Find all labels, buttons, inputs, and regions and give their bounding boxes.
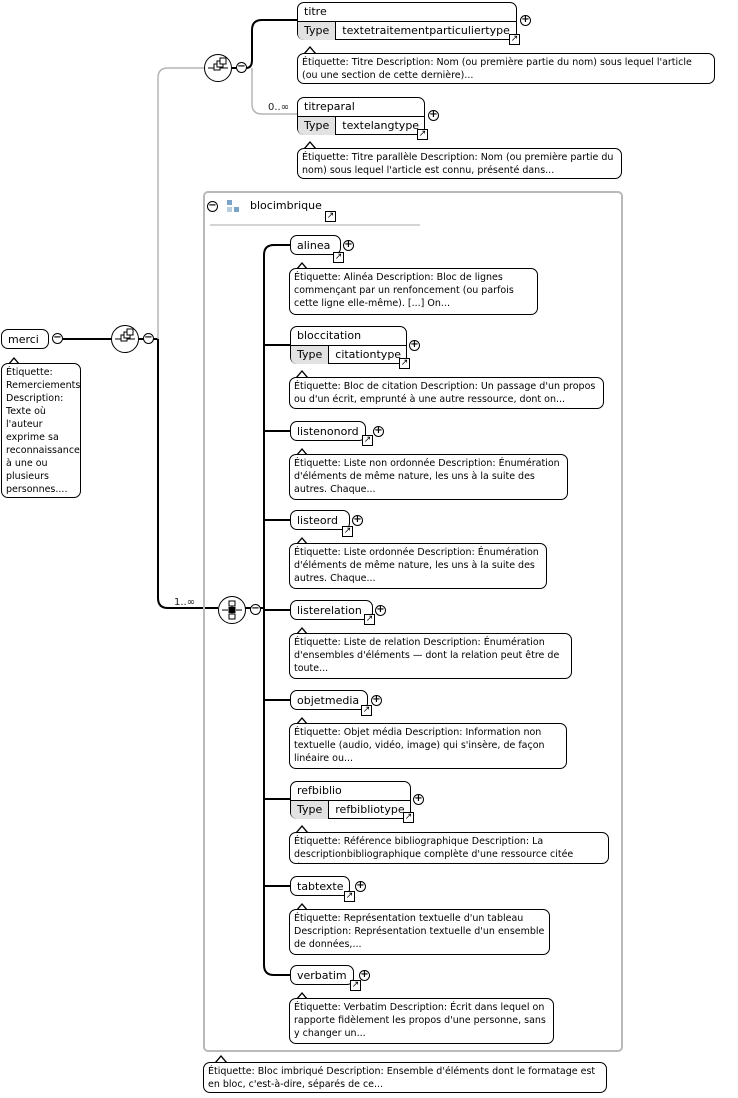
note-pointer xyxy=(8,357,20,365)
note-pointer xyxy=(296,903,308,911)
sequence-icon xyxy=(115,328,135,342)
external-link-icon[interactable]: ↗ xyxy=(342,526,353,537)
external-link-icon[interactable]: ↗ xyxy=(417,129,428,140)
expand-icon[interactable]: + xyxy=(520,14,531,26)
element-listenonord[interactable]: listenonord xyxy=(290,421,366,441)
verbatim-note: Étiquette: Verbatim Description: Écrit d… xyxy=(289,998,554,1044)
external-link-icon[interactable]: ↗ xyxy=(344,891,355,902)
note-pointer xyxy=(296,370,308,378)
element-listeord[interactable]: listeord xyxy=(290,510,350,530)
element-verbatim[interactable]: verbatim xyxy=(290,965,354,985)
sequence-compositor-icon[interactable] xyxy=(111,325,139,353)
element-bloccitation[interactable]: bloccitation Type citationtype xyxy=(290,326,407,364)
expand-icon[interactable]: + xyxy=(373,425,384,437)
type-value: refbibliotype xyxy=(335,803,405,816)
external-link-icon[interactable]: ↗ xyxy=(333,252,344,263)
cardinality-label: 1..∞ xyxy=(174,597,196,608)
expand-icon[interactable]: + xyxy=(409,339,420,351)
titre-note: Étiquette: Titre Description: Nom (ou pr… xyxy=(297,53,715,84)
element-name: listerelation xyxy=(297,604,362,617)
note-pointer xyxy=(296,262,308,270)
expand-icon[interactable]: + xyxy=(413,793,424,805)
element-name: tabtexte xyxy=(297,880,344,893)
type-label: Type xyxy=(298,117,337,135)
external-link-icon[interactable]: ↗ xyxy=(362,435,373,446)
element-name: listenonord xyxy=(297,425,359,438)
note-pointer xyxy=(296,992,308,1000)
type-value: citationtype xyxy=(335,348,402,361)
sequence-icon xyxy=(208,57,228,71)
listerelation-note: Étiquette: Liste de relation Description… xyxy=(289,633,572,679)
group-blocimbrique-frame xyxy=(203,191,623,1052)
note-pointer xyxy=(296,448,308,456)
external-link-icon[interactable]: ↗ xyxy=(403,812,414,823)
external-link-icon[interactable]: ↗ xyxy=(399,358,410,369)
external-link-icon[interactable]: ↗ xyxy=(509,34,520,45)
note-pointer xyxy=(304,141,316,149)
element-titreparal[interactable]: titreparal Type textelangtype xyxy=(297,97,425,135)
element-name: objetmedia xyxy=(297,694,360,707)
element-name: listeord xyxy=(297,514,338,527)
expand-icon[interactable]: + xyxy=(343,239,354,251)
cardinality-label: 0..∞ xyxy=(268,102,290,113)
external-link-icon[interactable]: ↗ xyxy=(350,980,361,991)
type-label: Type xyxy=(291,346,330,364)
blocimbrique-note: Étiquette: Bloc imbriqué Description: En… xyxy=(203,1062,607,1093)
element-titre[interactable]: titre Type textetraitementparticuliertyp… xyxy=(297,2,517,40)
note-pointer xyxy=(296,717,308,725)
external-link-icon[interactable]: ↗ xyxy=(325,211,336,222)
collapse-icon[interactable]: − xyxy=(207,200,218,212)
collapse-icon[interactable]: − xyxy=(250,603,261,615)
sequence-compositor-icon[interactable] xyxy=(204,54,232,82)
element-alinea[interactable]: alinea xyxy=(290,235,341,255)
root-note: Étiquette: Remerciements Description: Te… xyxy=(1,363,81,498)
collapse-icon[interactable]: − xyxy=(143,332,154,344)
choice-icon xyxy=(222,600,242,620)
root-element-label: merci xyxy=(8,333,39,346)
note-pointer xyxy=(296,825,308,833)
expand-icon[interactable]: + xyxy=(352,514,363,526)
titreparal-note: Étiquette: Titre parallèle Description: … xyxy=(297,148,622,179)
element-name: refbiblio xyxy=(297,784,342,797)
tabtexte-note: Étiquette: Représentation textuelle d'un… xyxy=(289,909,550,955)
refbiblio-note: Étiquette: Référence bibliographique Des… xyxy=(289,832,609,864)
group-title: blocimbrique xyxy=(250,199,322,212)
type-label: Type xyxy=(298,22,337,40)
expand-icon[interactable]: + xyxy=(371,694,382,706)
element-name: titre xyxy=(304,5,327,18)
type-value: textelangtype xyxy=(342,119,420,132)
alinea-note: Étiquette: Alinéa Description: Bloc de l… xyxy=(289,268,538,315)
element-listerelation[interactable]: listerelation xyxy=(290,600,373,620)
external-link-icon[interactable]: ↗ xyxy=(364,614,375,625)
collapse-icon[interactable]: − xyxy=(52,332,63,344)
expand-icon[interactable]: + xyxy=(359,969,370,981)
group-icon xyxy=(227,200,239,212)
element-objetmedia[interactable]: objetmedia xyxy=(290,690,368,710)
expand-icon[interactable]: + xyxy=(428,109,439,121)
element-name: alinea xyxy=(297,239,331,252)
expand-icon[interactable]: + xyxy=(375,604,386,616)
collapse-icon[interactable]: − xyxy=(236,61,247,73)
note-pointer xyxy=(215,1055,227,1063)
note-pointer xyxy=(304,46,316,54)
element-name: bloccitation xyxy=(297,329,362,342)
element-name: verbatim xyxy=(297,969,347,982)
note-pointer xyxy=(296,627,308,635)
element-name: titreparal xyxy=(304,100,355,113)
type-label: Type xyxy=(291,801,330,819)
listeord-note: Étiquette: Liste ordonnée Description: É… xyxy=(289,543,547,589)
choice-compositor-icon[interactable] xyxy=(218,596,246,624)
element-refbiblio[interactable]: refbiblio Type refbibliotype xyxy=(290,781,411,819)
objetmedia-note: Étiquette: Objet média Description: Info… xyxy=(289,723,567,769)
bloccitation-note: Étiquette: Bloc de citation Description:… xyxy=(289,377,604,409)
external-link-icon[interactable]: ↗ xyxy=(361,705,372,716)
element-tabtexte[interactable]: tabtexte xyxy=(290,876,350,896)
note-pointer xyxy=(296,537,308,545)
listenonord-note: Étiquette: Liste non ordonnée Descriptio… xyxy=(289,454,568,500)
type-value: textetraitementparticuliertype xyxy=(342,24,510,37)
root-element-merci[interactable]: merci xyxy=(1,329,49,349)
expand-icon[interactable]: + xyxy=(355,880,366,892)
